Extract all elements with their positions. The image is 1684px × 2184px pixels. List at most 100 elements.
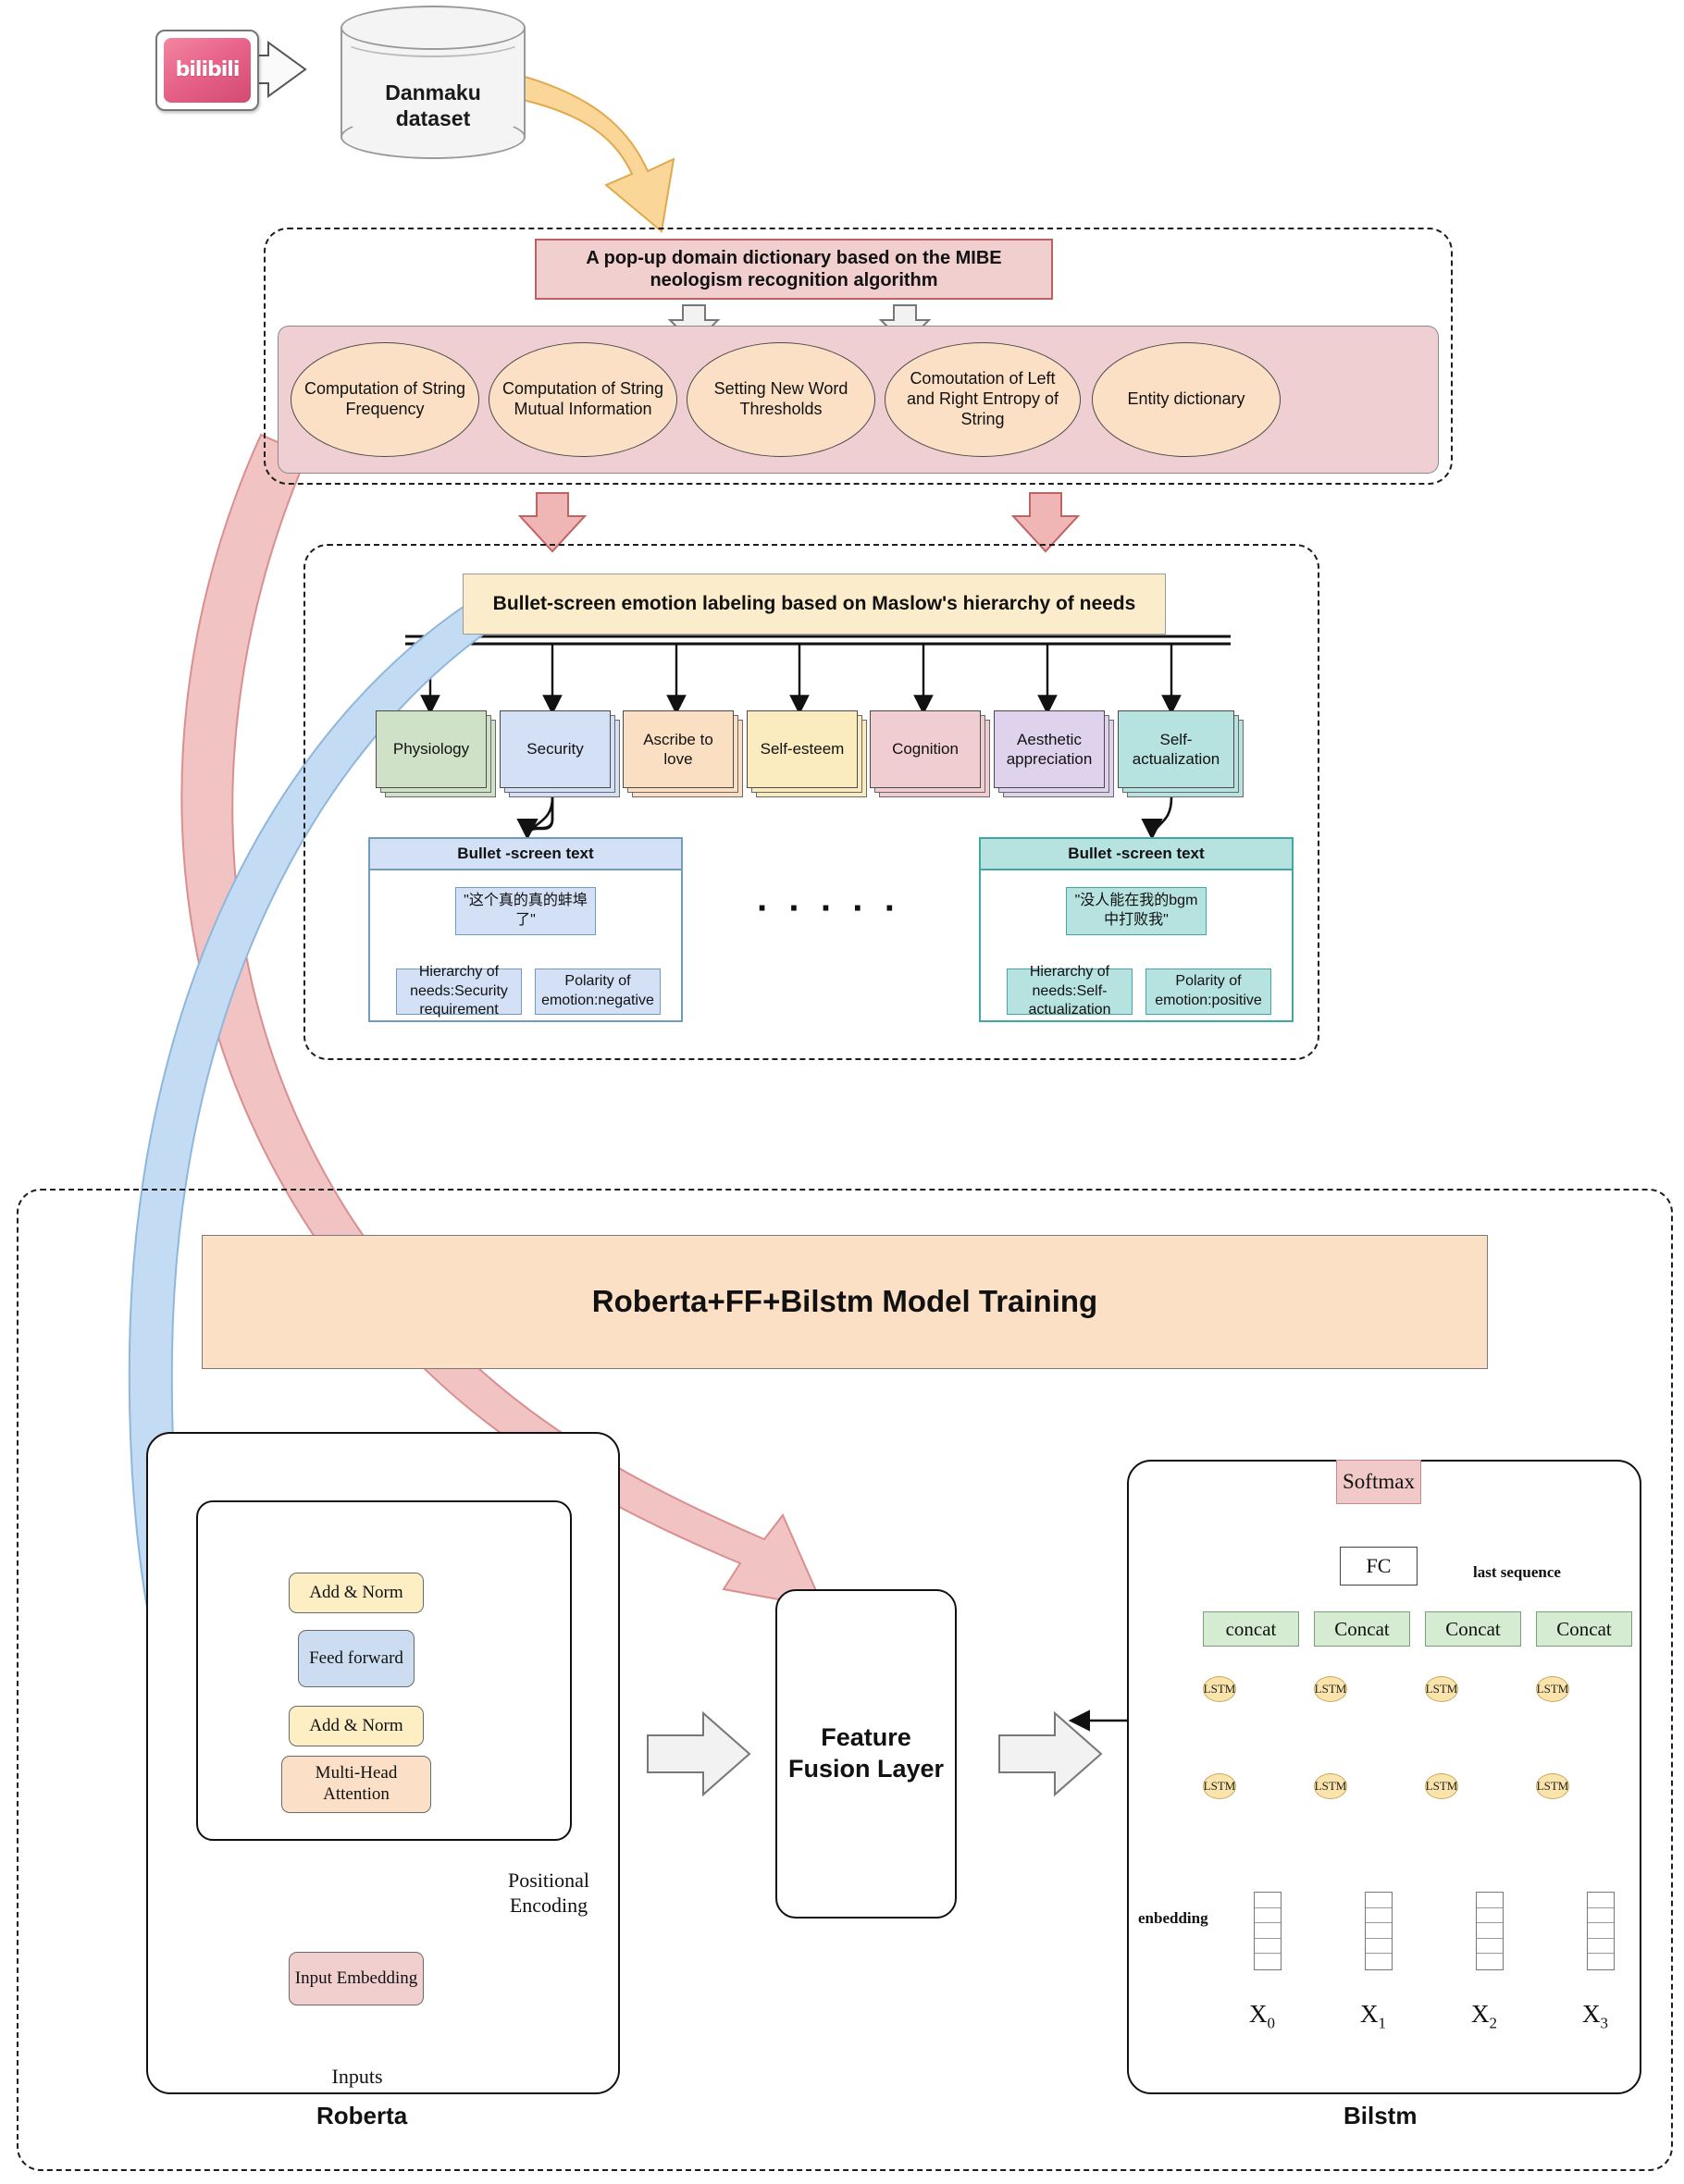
maslow-section [303,544,1319,1060]
bilibili-logo: bilibili [155,30,259,111]
mibe-step-left-right-entropy: Comoutation of Left and Right Entropy of… [885,342,1081,457]
training-banner: Roberta+FF+Bilstm Model Training [202,1235,1488,1369]
category-label: Ascribe to love [643,730,713,768]
concat-2: Concat [1425,1611,1521,1647]
polarity-of-emotion-left: Polarity of emotion:negative [535,969,661,1015]
examples-ellipsis: · · · · · [757,888,902,929]
concat-label: Concat [1334,1617,1390,1640]
lstm-forward-0: LSTM [1203,1773,1236,1799]
embedding-text: enbedding [1138,1909,1208,1927]
bullet-screen-text-right: "没人能在我的bgm中打败我" [1066,887,1207,935]
concat-label: Concat [1556,1617,1612,1640]
mibe-section [264,228,1453,485]
mibe-step-string-frequency: Computation of String Frequency [291,342,479,457]
positional-encoding-label: Positional Encoding [479,1869,618,1919]
bullet-screen-header: Bullet -screen text [981,839,1292,870]
input-token-0: X0 [1249,2000,1275,2032]
lstm-label: LSTM [1536,1779,1569,1793]
feed-forward: Feed forward [298,1630,415,1687]
category-label: Self-actualization [1132,730,1220,768]
input-token-label: X [1249,2000,1268,2028]
maslow-title-text: Bullet-screen emotion labeling based on … [492,593,1136,615]
input-token-index: 3 [1600,2014,1609,2032]
embedding-vector-3 [1587,1892,1615,1970]
inputs-text: Inputs [331,2065,383,2088]
lstm-backward-2: LSTM [1425,1676,1458,1702]
feature-fusion-layer: Feature Fusion Layer [775,1589,957,1919]
mibe-title-text: A pop-up domain dictionary based on the … [586,247,1002,290]
bilstm-caption-text: Bilstm [1343,2102,1418,2129]
training-banner-text: Roberta+FF+Bilstm Model Training [591,1284,1098,1319]
dataset-label-line1: Danmaku [385,80,481,105]
add-norm-bottom-label: Add & Norm [309,1715,403,1735]
softmax-block: Softmax [1336,1460,1421,1504]
mibe-step-label: Entity dictionary [1127,389,1245,409]
bilstm-caption: Bilstm [1343,2102,1417,2130]
add-norm-bottom: Add & Norm [289,1706,424,1746]
maslow-category-ascribe-to-love: Ascribe to love [623,710,743,797]
positional-encoding-text: Positional Encoding [507,1869,589,1917]
lstm-backward-1: LSTM [1314,1676,1347,1702]
mibe-step-new-word-thresholds: Setting New Word Thresholds [687,342,875,457]
concat-1: Concat [1314,1611,1410,1647]
lstm-label: LSTM [1203,1682,1236,1696]
concat-label: concat [1225,1617,1277,1640]
input-embedding: Input Embedding [289,1952,424,2005]
lstm-label: LSTM [1536,1682,1569,1696]
mibe-step-mutual-information: Computation of String Mutual Information [489,342,677,457]
mibe-step-label: Setting New Word Thresholds [713,379,848,418]
last-sequence-label: last sequence [1473,1563,1561,1582]
input-token-3: X3 [1582,2000,1608,2032]
fc-label: FC [1366,1554,1392,1577]
polarity-of-emotion-value: Polarity of emotion:positive [1155,973,1262,1008]
feed-forward-label: Feed forward [309,1647,403,1668]
hierarchy-of-needs-value: Hierarchy of needs:Security requirement [410,963,508,1018]
bullet-screen-header-text: Bullet -screen text [1068,845,1205,862]
last-sequence-text: last sequence [1473,1563,1561,1581]
hierarchy-of-needs-right: Hierarchy of needs:Self-actualization [1007,964,1133,1018]
embedding-vector-0 [1254,1892,1282,1970]
bullet-screen-example-right: Bullet -screen text "没人能在我的bgm中打败我" Hier… [979,837,1294,1022]
embedding-vector-1 [1365,1892,1393,1970]
input-token-index: 1 [1378,2014,1387,2032]
polarity-of-emotion-value: Polarity of emotion:negative [541,973,654,1008]
input-token-2: X2 [1471,2000,1497,2032]
embedding-label: enbedding [1138,1909,1208,1928]
mibe-title: A pop-up domain dictionary based on the … [535,239,1053,300]
bullet-screen-example-left: Bullet -screen text "这个真的真的蚌埠了" Hierarch… [368,837,683,1022]
multi-head-attention: Multi-Head Attention [281,1756,431,1813]
lstm-label: LSTM [1425,1682,1458,1696]
maslow-category-security: Security [500,710,620,797]
category-label: Aesthetic appreciation [1006,730,1093,768]
mibe-step-label: Computation of String Frequency [303,379,466,418]
input-token-index: 2 [1489,2014,1498,2032]
lstm-label: LSTM [1314,1682,1347,1696]
category-label: Physiology [392,740,470,759]
bullet-screen-text-value: "这个真的真的蚌埠了" [464,893,588,928]
feature-fusion-layer-label: Feature Fusion Layer [787,1723,945,1783]
training-section [17,1189,1673,2171]
add-norm-top: Add & Norm [289,1573,424,1613]
input-token-index: 0 [1267,2014,1276,2032]
bilibili-logo-inner: bilibili [164,38,251,103]
maslow-category-cognition: Cognition [870,710,990,797]
polarity-of-emotion-right: Polarity of emotion:positive [1145,969,1271,1015]
roberta-caption: Roberta [316,2102,407,2130]
input-token-label: X [1582,2000,1601,2028]
category-label: Cognition [892,740,959,759]
mibe-step-entity-dictionary: Entity dictionary [1092,342,1281,457]
add-norm-top-label: Add & Norm [309,1582,403,1602]
dataset-label-line2: dataset [395,106,471,130]
input-token-1: X1 [1360,2000,1386,2032]
input-token-label: X [1360,2000,1379,2028]
bullet-screen-header: Bullet -screen text [370,839,681,870]
softmax-label: Softmax [1343,1470,1415,1493]
category-label: Security [526,740,584,759]
inputs-label: Inputs [311,2065,403,2090]
maslow-category-physiology: Physiology [376,710,496,797]
mibe-step-label: Computation of String Mutual Information [501,379,664,418]
hierarchy-of-needs-value: Hierarchy of needs:Self-actualization [1028,963,1111,1018]
input-token-label: X [1471,2000,1490,2028]
lstm-backward-3: LSTM [1536,1676,1569,1702]
